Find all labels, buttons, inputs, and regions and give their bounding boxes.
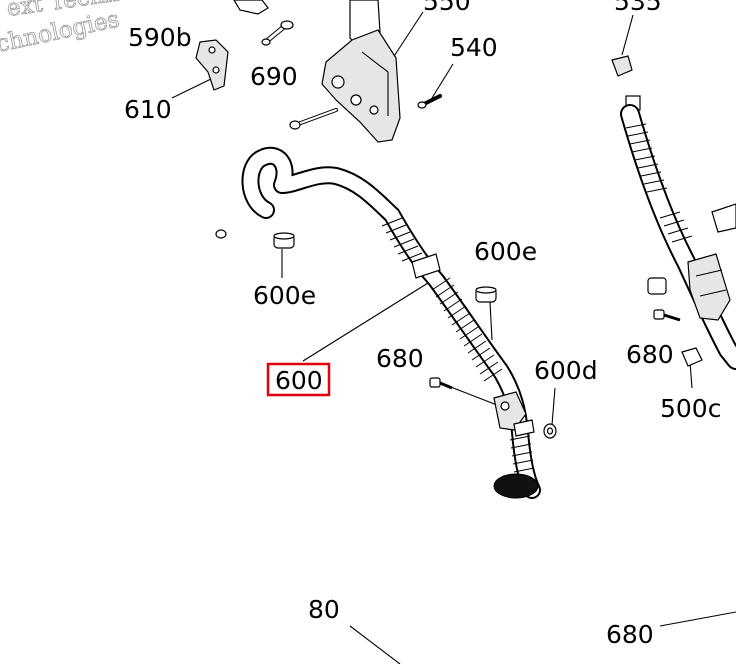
leader-line-610 [171, 77, 214, 99]
nut-500c [681, 347, 703, 367]
bolt-680-a [429, 377, 453, 390]
junction-seam-2 [699, 289, 727, 297]
throttle-body [321, 29, 401, 143]
leader-line-600 [302, 282, 429, 362]
hose-600 [241, 147, 541, 499]
leader-line-680-c [659, 611, 736, 627]
screw-540 [289, 94, 442, 130]
clamp-600e-a [273, 232, 295, 249]
hose-body [243, 149, 539, 497]
clip-body [233, 0, 269, 15]
screw-2-shank [422, 94, 442, 106]
leader-line-80 [349, 625, 401, 664]
right-side-fragment [711, 203, 736, 233]
callout-680-center: 680 [376, 344, 424, 373]
leader-line-535 [621, 14, 634, 56]
bolt-head [429, 377, 441, 388]
hose-band-1 [411, 253, 441, 279]
clamp-535 [611, 55, 633, 77]
leader-lines [171, 11, 736, 664]
throttle-edge [361, 51, 389, 116]
callout-540: 540 [450, 33, 498, 62]
clamp-600e-b [475, 286, 497, 303]
callout-600: 600 [275, 366, 323, 395]
leader-line-540 [431, 63, 454, 99]
leader-line-600d [551, 387, 556, 426]
bolt-head [280, 20, 294, 30]
hose-clamp-lower [513, 419, 535, 437]
bracket-body [195, 39, 229, 91]
throttle-port-1 [331, 75, 345, 89]
screw-head [289, 120, 301, 130]
bolt-680-b-head [653, 309, 665, 320]
washer-600d [543, 423, 557, 439]
bracket-hole-1 [208, 46, 216, 54]
bolt-shank [439, 381, 453, 390]
callout-680-bottom: 680 [606, 620, 654, 649]
right-hose-body [622, 106, 736, 368]
hose-ribs [381, 217, 535, 473]
callout-600e-left: 600e [253, 281, 316, 310]
leader-line-500c [689, 361, 693, 389]
leader-line-600e-b [489, 301, 493, 341]
right-hose-assembly [611, 55, 736, 370]
right-hose-ribs [625, 123, 693, 243]
hose-fitting [493, 391, 527, 431]
callout-500c: 500c [660, 394, 721, 423]
right-junction [687, 253, 731, 321]
right-clamp [647, 277, 667, 295]
callout-680-right: 680 [626, 340, 674, 369]
clamp-top [273, 232, 295, 240]
callout-labels: 590b 550 535 690 540 610 600e 600e 600 6… [124, 0, 721, 649]
fitting-hole [500, 401, 510, 411]
callout-610: 610 [124, 95, 172, 124]
bolt-end [261, 38, 271, 46]
bolt-shank-inner [266, 24, 287, 42]
hose-outlet [493, 473, 539, 499]
callout-535: 535 [614, 0, 662, 16]
throttle-port-3 [369, 105, 379, 115]
callout-690: 690 [250, 62, 298, 91]
washer-left [215, 229, 227, 239]
callout-80: 80 [308, 595, 340, 624]
bolt-690 [261, 20, 294, 46]
callout-600e-top: 600e [474, 237, 537, 266]
throttle-port-2 [350, 94, 362, 106]
bracket-hole-2 [212, 66, 220, 74]
junction-seam-1 [695, 269, 723, 277]
screw-shank-inner [297, 109, 337, 125]
throttle-assembly-550 [321, 0, 401, 143]
screw-2-head [417, 101, 427, 109]
bracket-610 [195, 39, 229, 91]
callout-550: 550 [423, 0, 471, 16]
highlight-box-600 [266, 362, 331, 397]
callout-600d: 600d [534, 356, 598, 385]
bolt-680-b-shank [663, 313, 681, 322]
callout-590b: 590b [128, 23, 192, 52]
clip-590b [233, 0, 269, 15]
clamp-top [475, 286, 497, 294]
